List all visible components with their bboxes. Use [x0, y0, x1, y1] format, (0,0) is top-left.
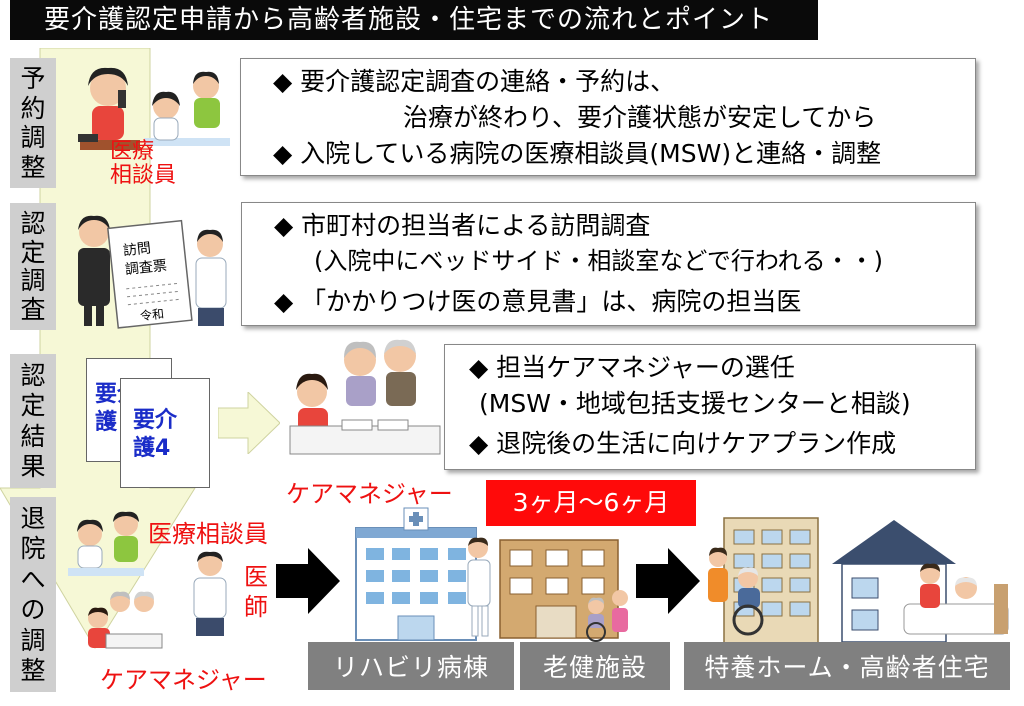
- survey-sheet-text: 訪問 調査票: [122, 240, 168, 278]
- black-arrow-icon: [276, 548, 340, 614]
- certificate-document-front: 要介 護4: [120, 378, 210, 488]
- nursing-home-housing-box: 特養ホーム・高齢者住宅: [684, 642, 1010, 690]
- info-box-reservation: ◆ 要介護認定調査の連絡・予約は、 治療が終わり、要介護状態が安定してから ◆ …: [240, 58, 976, 176]
- rouken-facility-box: 老健施設: [520, 642, 670, 690]
- msw-consult-illustration: [68, 511, 144, 576]
- info-line: ◆ 市町村の担当者による訪問調査: [274, 211, 651, 240]
- care-facility-illustration: [499, 539, 628, 642]
- info-line: ◆ 退院後の生活に向けケアプラン作成: [469, 429, 897, 458]
- info-line: 治療が終わり、要介護状態が安定してから: [403, 103, 877, 132]
- care-manager-label: ケアマネジャー: [286, 480, 453, 508]
- duration-banner: 3ヶ月～6ヶ月: [486, 480, 696, 526]
- info-box-survey: ◆ 市町村の担当者による訪問調査 (入院中にベッドサイド・相談室などで行われる・…: [241, 202, 976, 326]
- info-line: (MSW・地域包括支援センターと相談): [479, 389, 911, 418]
- info-line: (入院中にベッドサイド・相談室などで行われる・・): [314, 247, 884, 275]
- hospital-building-illustration: [355, 507, 491, 641]
- stage-label-result: 認定結果: [10, 354, 56, 488]
- info-line: ◆ 入院している病院の医療相談員(MSW)と連絡・調整: [273, 139, 882, 168]
- stage-label-discharge: 退院への調整: [10, 497, 56, 692]
- care-manager-bottom-label: ケアマネジャー: [100, 666, 267, 694]
- right-arrow-icon: [218, 392, 280, 454]
- info-line: ◆ 担当ケアマネジャーの選任: [469, 353, 795, 382]
- doctor-illustration: [193, 551, 227, 636]
- msw-bottom-label: 医療相談員: [148, 520, 268, 548]
- black-arrow-icon: [636, 548, 700, 614]
- survey-sheet-date: 令和: [139, 306, 165, 324]
- stage-label-survey: 認定調査: [10, 203, 56, 330]
- care-manager-meeting-illustration: [289, 339, 441, 455]
- info-line: ◆ 要介護認定調査の連絡・予約は、: [273, 67, 676, 96]
- doctor-label: 医 師: [244, 563, 268, 621]
- info-line: ◆ 「かかりつけ医の意見書」は、病院の担当医: [274, 287, 802, 316]
- rehab-ward-box: リハビリ病棟: [308, 642, 514, 690]
- nursing-home-housing-illustration: [708, 517, 1009, 645]
- info-box-result: ◆ 担当ケアマネジャーの選任 (MSW・地域包括支援センターと相談) ◆ 退院後…: [444, 344, 976, 470]
- care-manager-consult-illustration: [88, 591, 163, 649]
- stage-label-reservation: 予約調整: [10, 58, 56, 188]
- page-title: 要介護認定申請から高齢者施設・住宅までの流れとポイント: [10, 0, 818, 40]
- phone-consultation-illustration: [78, 67, 230, 150]
- home-survey-illustration: [78, 215, 227, 329]
- msw-label: 医療 相談員: [110, 139, 177, 189]
